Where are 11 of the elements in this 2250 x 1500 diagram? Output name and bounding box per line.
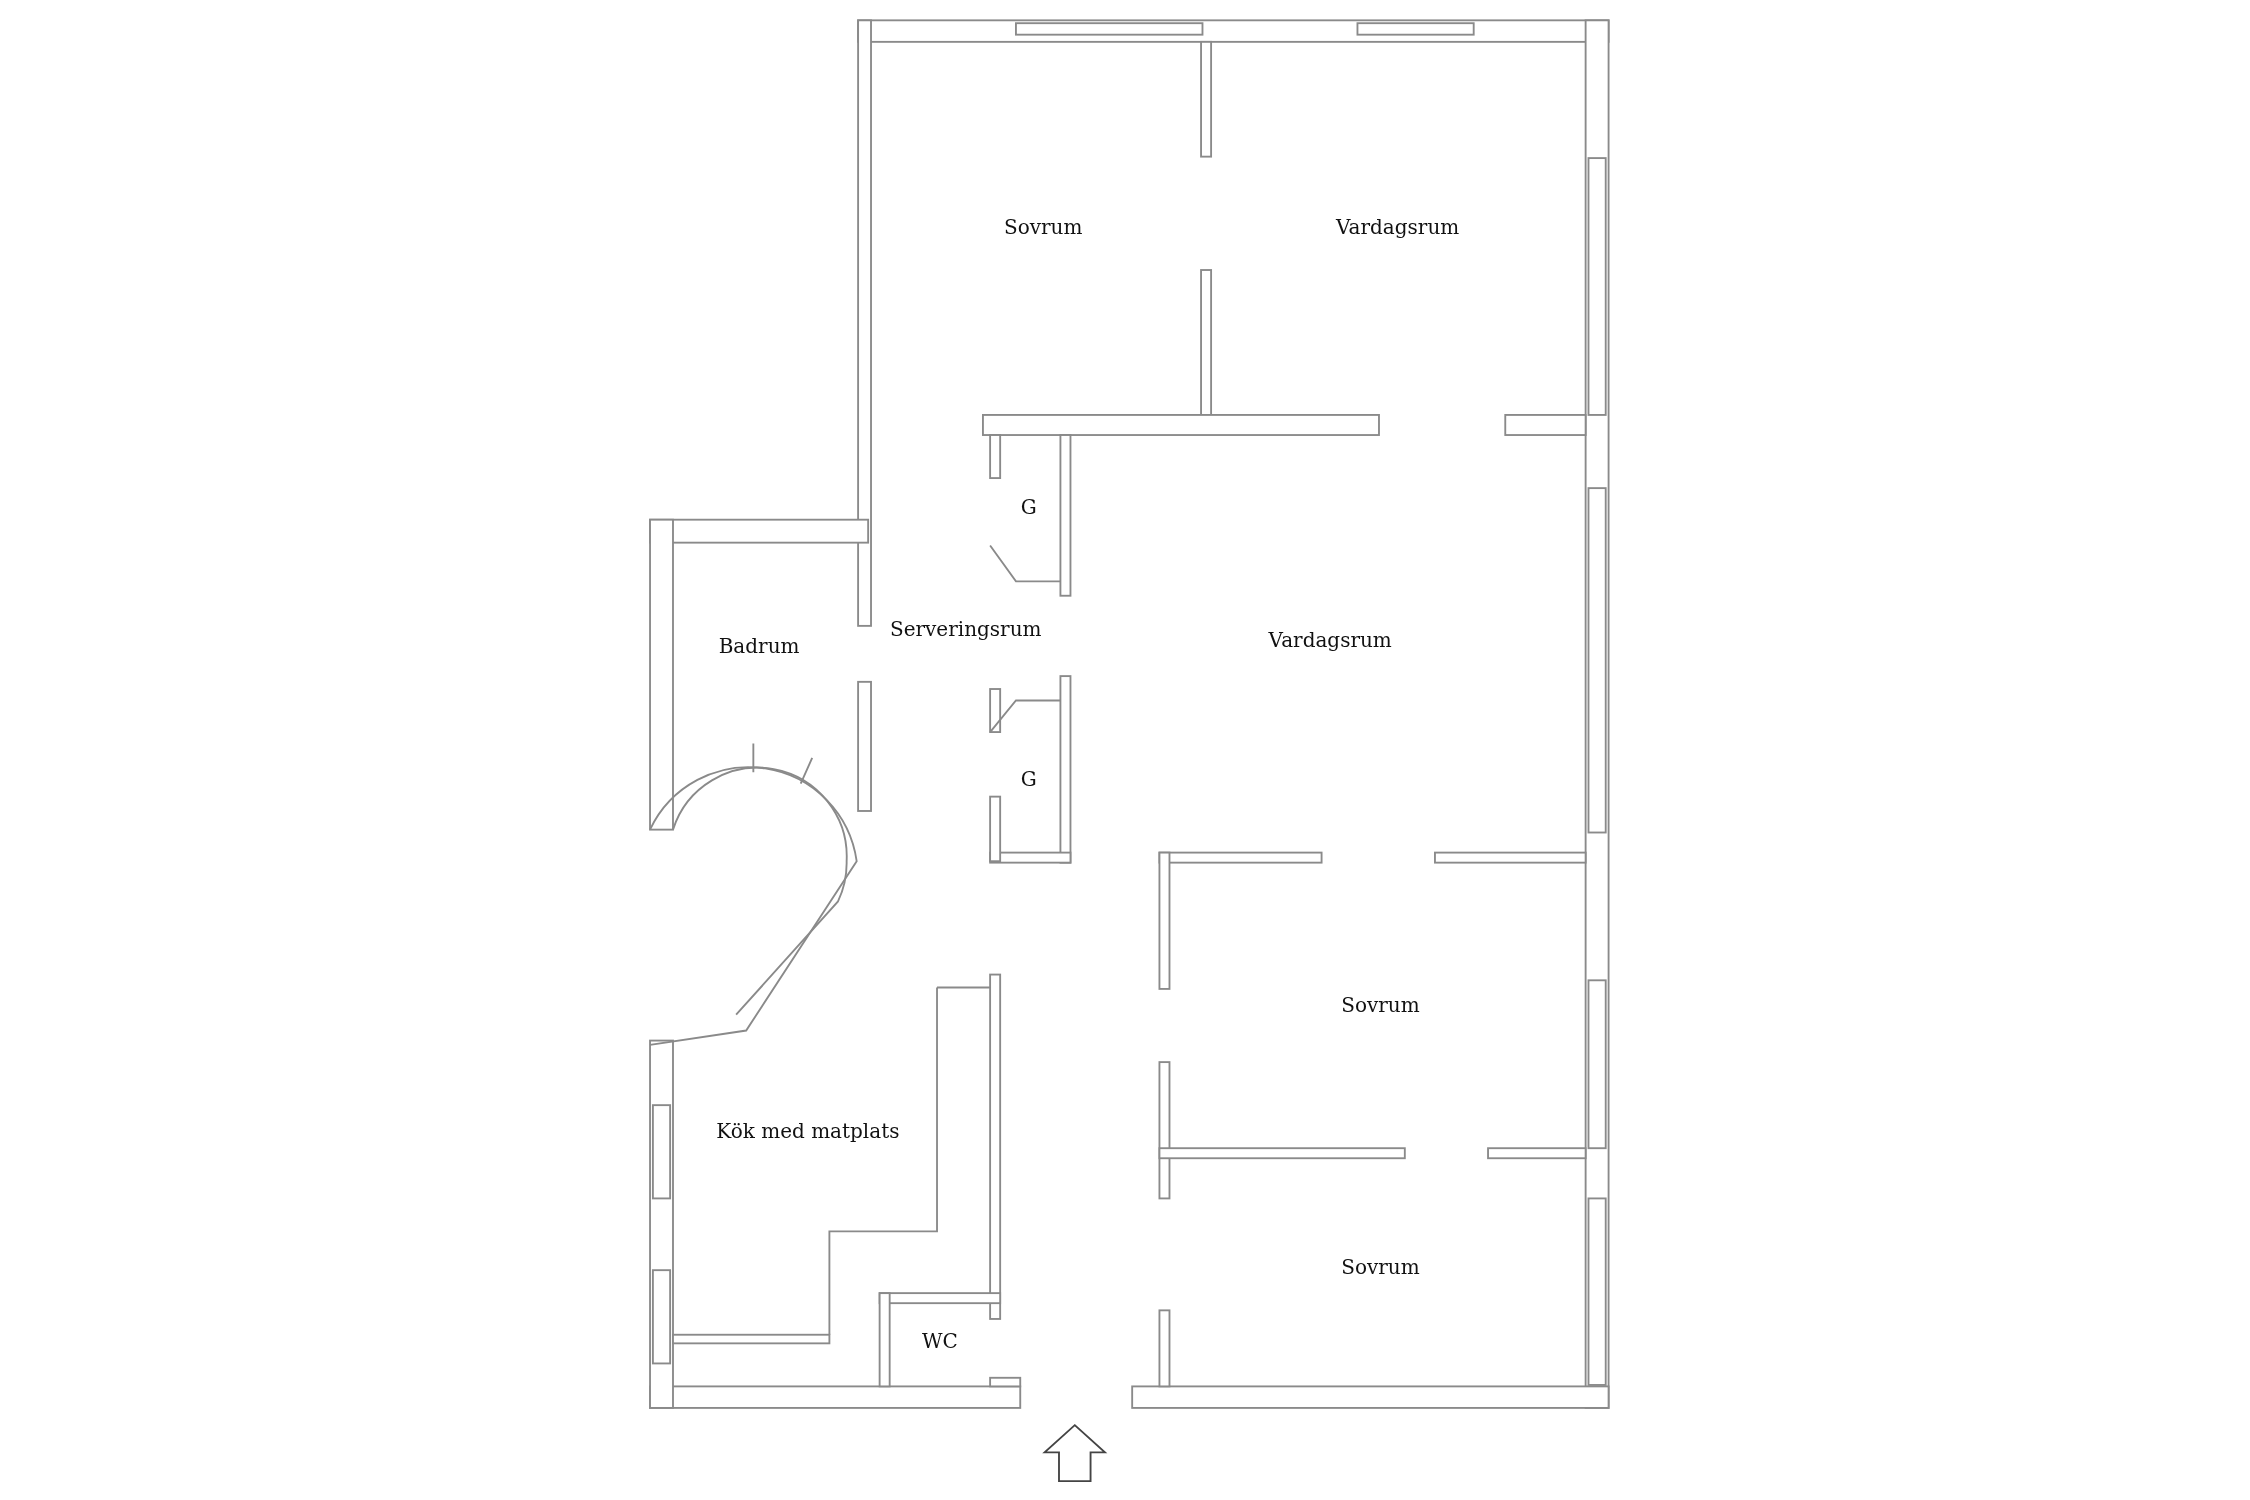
room-label: Sovrum [1341,992,1420,1017]
room-label: WC [921,1328,958,1353]
room-label: G [1020,767,1037,792]
room-label: Vardagsrum [1268,628,1392,653]
room-label: Serveringsrum [889,616,1042,641]
room-label: Kök med matplats [716,1119,900,1144]
room-label: Sovrum [1004,214,1083,239]
room-label: Sovrum [1341,1255,1420,1280]
room-label: Badrum [718,633,800,658]
room-label: Vardagsrum [1336,214,1460,239]
room-label: G [1020,494,1037,519]
